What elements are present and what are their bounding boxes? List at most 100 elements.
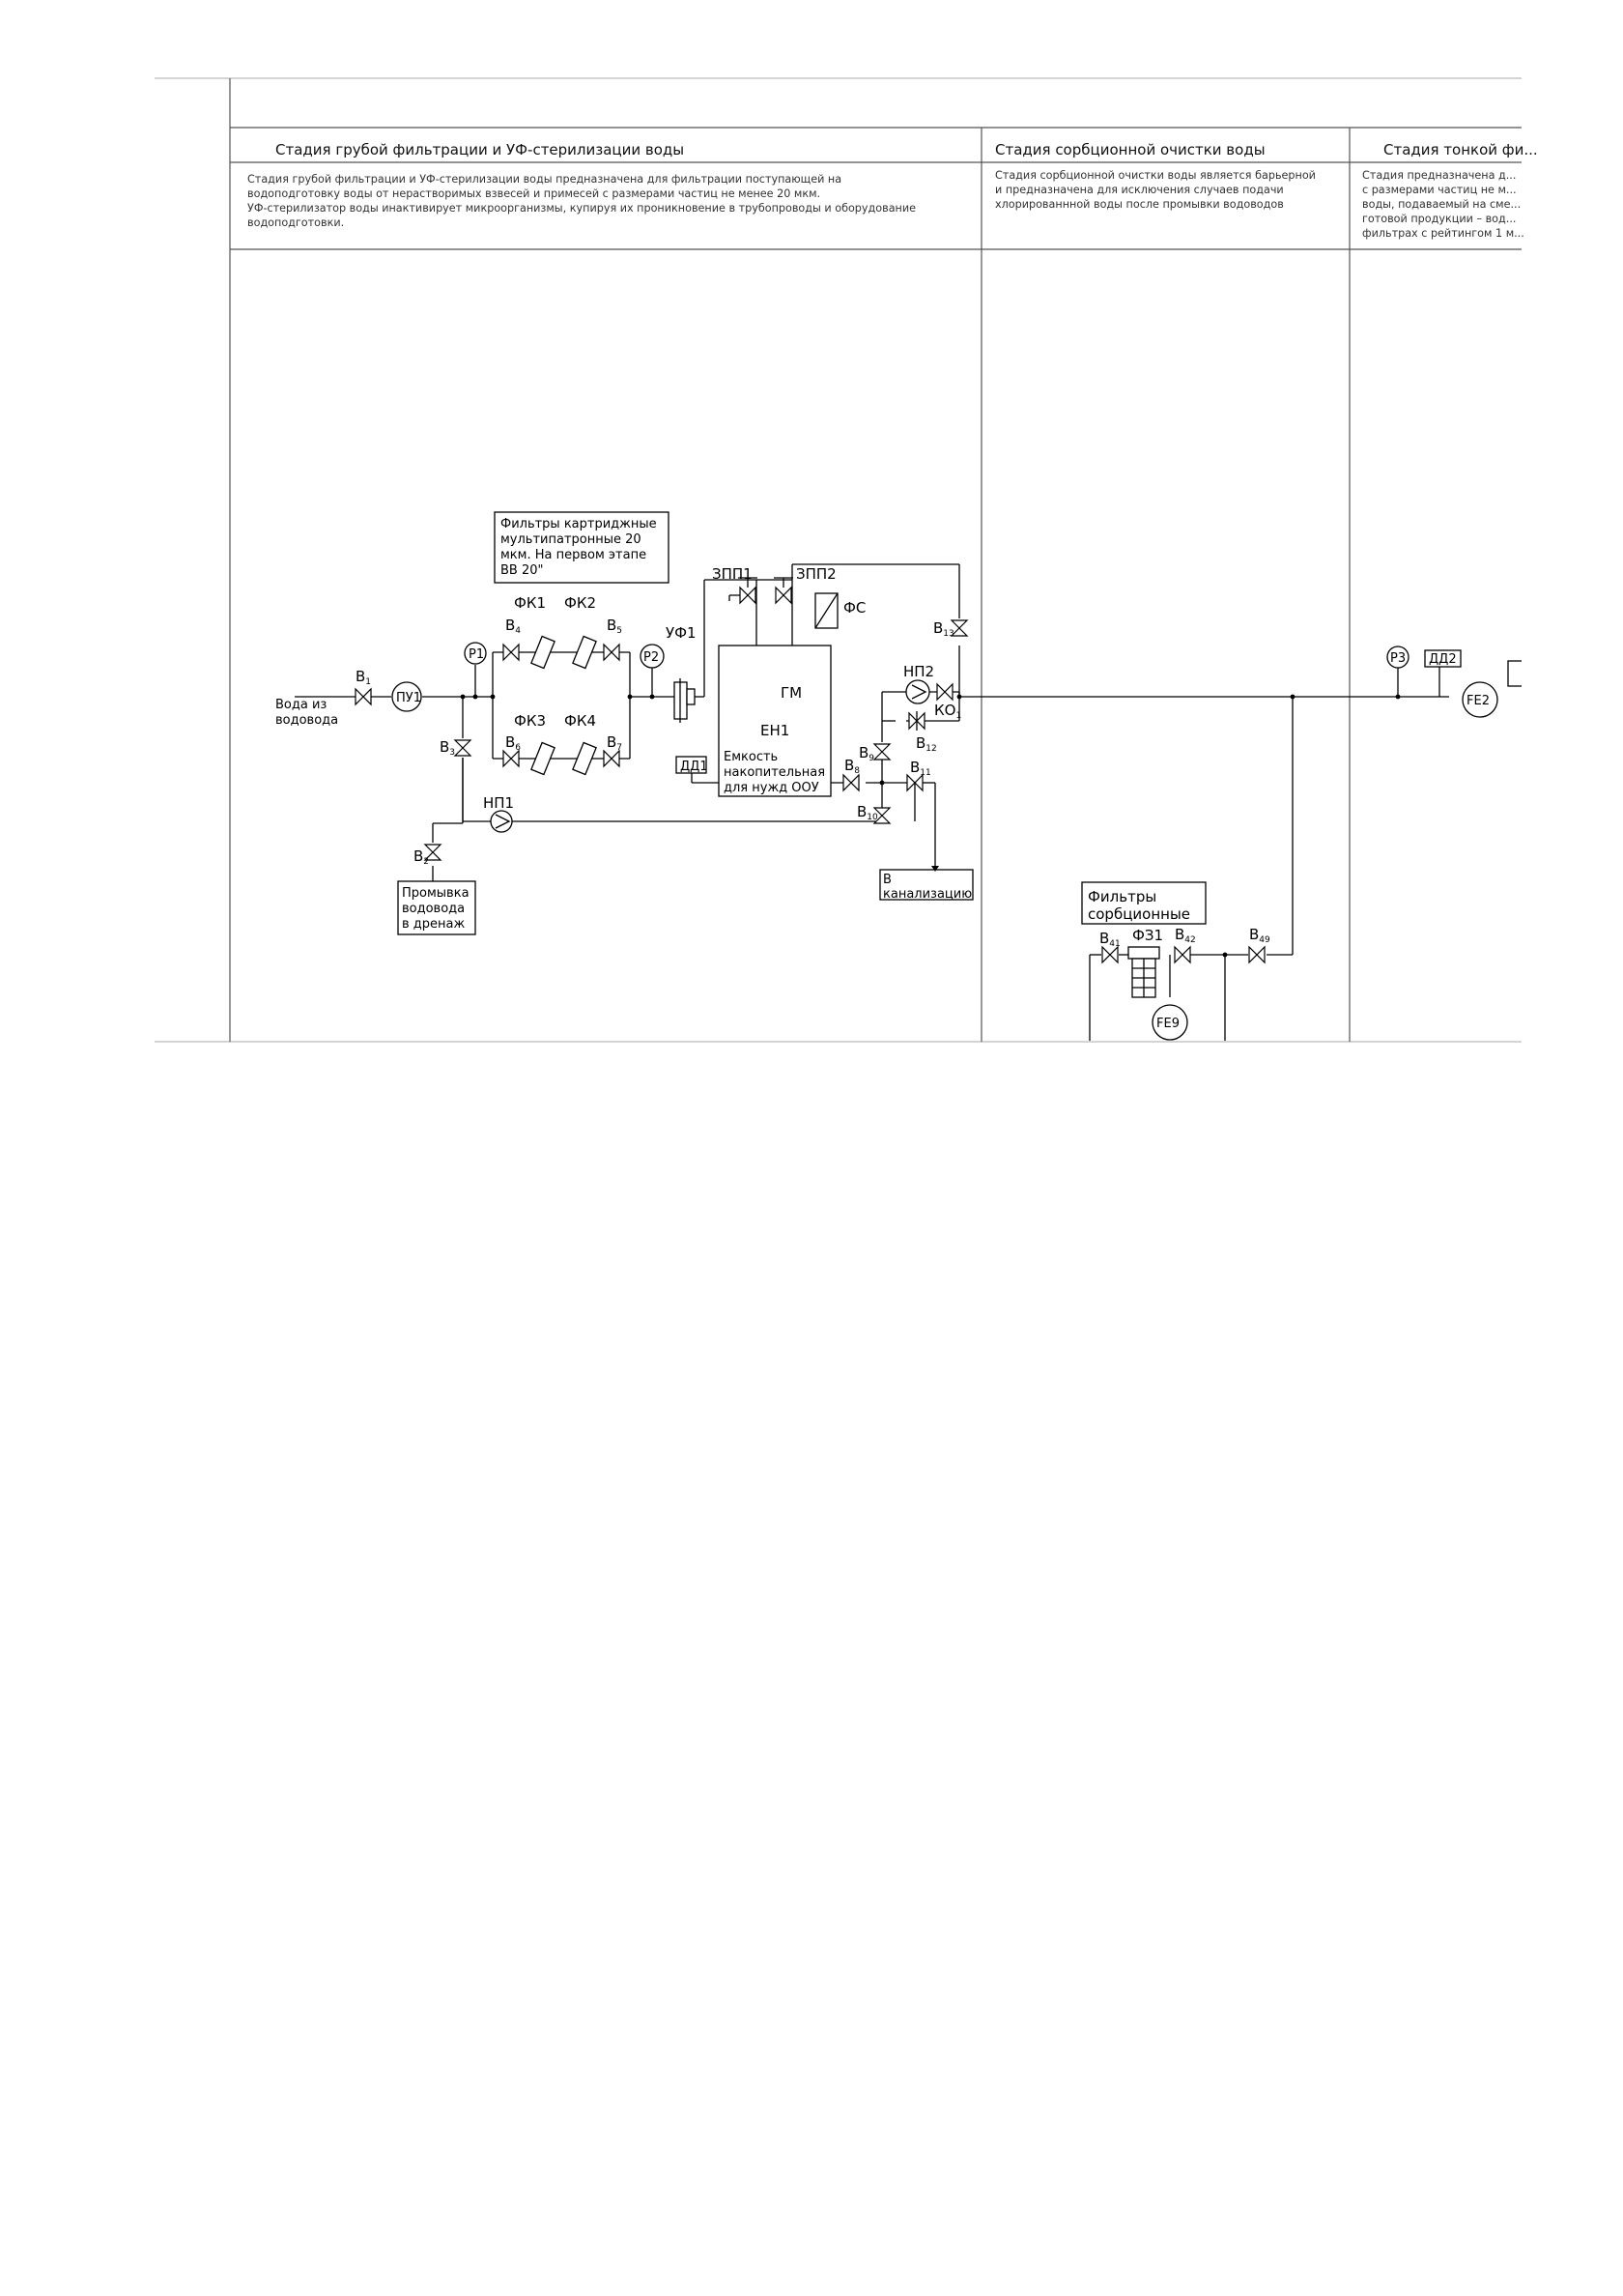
note-texts: Фильтры картриджные мультипатронные 20 м… [275, 517, 1190, 932]
svg-text:сорбционные: сорбционные [1088, 905, 1190, 923]
label-en1: ЕН1 [760, 722, 789, 739]
p1-gauge [464, 642, 487, 665]
svg-text:водоподготовку воды от нераств: водоподготовку воды от нерастворимых взв… [247, 187, 820, 200]
fe9-circle [1152, 1004, 1188, 1041]
label-v1: В1 [356, 668, 371, 687]
label-v3: В3 [440, 738, 455, 758]
valve-v9 [872, 743, 892, 761]
label-zpp2: ЗПП2 [796, 565, 837, 583]
stage1-description: Стадия грубой фильтрации и УФ-стерилизац… [247, 173, 916, 229]
valve-labels: В1 В2 В3 В4 В5 В6 В7 В8 В9 В10 В11 В12 В… [356, 617, 1270, 949]
cartridge-note-box [494, 511, 669, 584]
label-v12: В12 [916, 734, 937, 754]
valve-v1 [355, 687, 372, 706]
svg-text:в дренаж: в дренаж [402, 917, 465, 932]
valve-v7 [603, 749, 620, 768]
valve-v49 [1248, 945, 1266, 964]
svg-text:Промывка: Промывка [402, 886, 470, 901]
table-frame [155, 77, 1522, 1043]
stage3-header: Стадия тонкой фи... [1383, 141, 1538, 158]
svg-text:Вода из: Вода из [275, 698, 327, 712]
label-v8: В8 [844, 757, 860, 776]
svg-text:накопительная: накопительная [724, 765, 825, 780]
valve-v8 [842, 773, 860, 792]
label-v11: В11 [910, 759, 931, 778]
sorption-note-box [1081, 881, 1207, 925]
valve-zpp2 [775, 586, 792, 605]
fe2-circle [1462, 681, 1498, 718]
svg-text:с размерами частиц не м...: с размерами частиц не м... [1362, 184, 1517, 196]
valve-zpp1 [739, 586, 756, 605]
valve-v2 [423, 844, 442, 861]
tank-en1 [718, 645, 832, 797]
svg-text:и предназначена для исключения: и предназначена для исключения случаев п… [995, 184, 1284, 196]
instruments [391, 642, 1498, 1041]
svg-text:водоподготовки.: водоподготовки. [247, 216, 344, 229]
label-np1: НП1 [483, 794, 514, 812]
junction-points [460, 694, 1401, 958]
valve-v4 [502, 643, 520, 662]
svg-text:хлорированнной воды после пром: хлорированнной воды после промывки водов… [995, 198, 1284, 211]
sorption-filter-fz1 [1127, 946, 1160, 998]
svg-text:мкм. На первом этапе: мкм. На первом этапе [500, 548, 646, 562]
valve-ko1 [936, 682, 954, 702]
label-v7: В7 [607, 733, 622, 753]
uv-sterilizer-uf1 [673, 678, 696, 723]
equipment-labels: ФК1 ФК2 ФК3 ФК4 ПУ1 Р1 Р2 Р3 УФ1 ЗПП1 ЗП… [396, 565, 1490, 1031]
label-v9: В9 [859, 744, 874, 763]
sewer-box [879, 869, 974, 901]
stage3-description: Стадия предназначена д... с размерами ча… [1362, 169, 1524, 240]
stage3-equipment [1507, 660, 1522, 687]
label-gm: ГМ [781, 684, 802, 702]
label-fz1: ФЗ1 [1132, 927, 1163, 944]
pu1-circle [391, 681, 422, 712]
stage2-header: Стадия сорбционной очистки воды [995, 141, 1266, 158]
svg-text:Стадия сорбционной очистки вод: Стадия сорбционной очистки воды является… [995, 169, 1316, 182]
label-v49: В49 [1249, 926, 1270, 945]
label-v10: В10 [857, 803, 878, 822]
filter-fk2 [572, 635, 597, 670]
valves [355, 577, 1266, 964]
label-pu1: ПУ1 [396, 691, 421, 705]
label-fs: ФС [843, 599, 866, 617]
valve-v5 [603, 643, 620, 662]
label-v13: В13 [933, 619, 954, 639]
cartridge-filters [530, 635, 597, 776]
label-fe2: FE2 [1466, 694, 1490, 708]
label-fk2: ФК2 [564, 594, 596, 612]
svg-text:воды, подаваемый на сме...: воды, подаваемый на сме... [1362, 198, 1521, 211]
svg-text:УФ-стерилизатор воды инактивир: УФ-стерилизатор воды инактивирует микроо… [247, 202, 916, 215]
valve-v12 [908, 711, 925, 731]
filter-fk4 [572, 741, 597, 776]
valve-v41 [1101, 945, 1119, 964]
stage1-header: Стадия грубой фильтрации и УФ-стерилизац… [275, 141, 684, 158]
label-np2: НП2 [903, 663, 934, 680]
svg-text:водовода: водовода [402, 902, 465, 916]
stage2-description: Стадия сорбционной очистки воды является… [995, 169, 1316, 211]
label-p1: Р1 [469, 647, 484, 662]
np1-pump [490, 810, 513, 833]
svg-text:Емкость: Емкость [724, 750, 778, 764]
label-dd1: ДД1 [680, 760, 708, 774]
filter-fk3 [530, 741, 555, 776]
valve-v3 [453, 739, 472, 757]
label-v2: В2 [413, 847, 429, 867]
label-fk4: ФК4 [564, 712, 596, 730]
drain-flush-box [397, 880, 476, 935]
np2-pump [905, 679, 930, 704]
label-v42: В42 [1175, 926, 1196, 945]
svg-text:Стадия грубой фильтрации и УФ-: Стадия грубой фильтрации и УФ-стерилизац… [247, 173, 841, 186]
label-fk1: ФК1 [514, 594, 546, 612]
pipelines [295, 563, 1449, 1041]
p2-gauge [640, 644, 665, 669]
svg-text:готовой продукции – вод...: готовой продукции – вод... [1362, 213, 1516, 225]
valve-v6 [502, 749, 520, 768]
filter-fk1 [530, 635, 555, 670]
svg-text:фильтрах с рейтингом 1 м...: фильтрах с рейтингом 1 м... [1362, 227, 1524, 240]
valve-v13 [950, 619, 969, 637]
label-v4: В4 [505, 617, 521, 636]
svg-text:водовода: водовода [275, 713, 338, 728]
svg-text:Стадия предназначена д...: Стадия предназначена д... [1362, 169, 1516, 182]
svg-text:ВВ 20": ВВ 20" [500, 563, 544, 578]
